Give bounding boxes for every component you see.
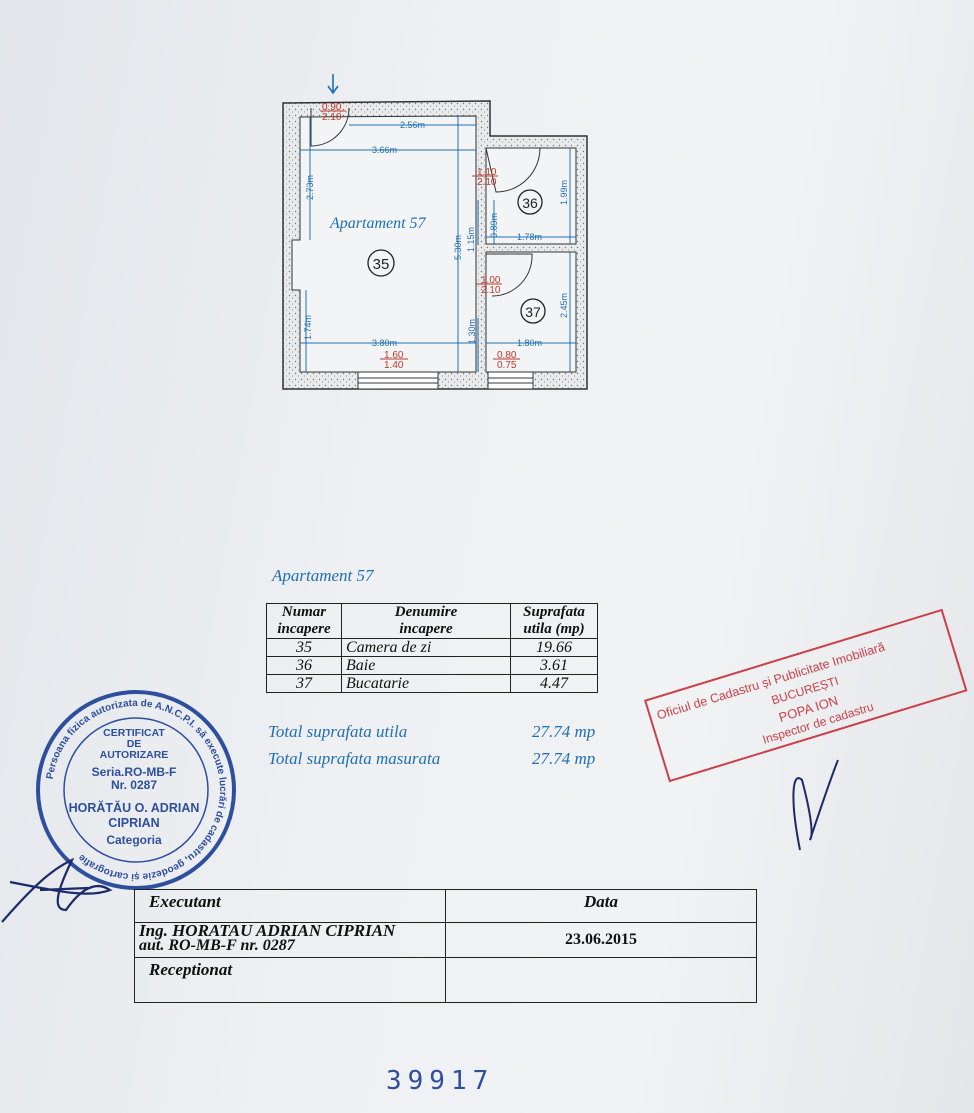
bath-door (485, 147, 541, 193)
dim-label: 3.80m (372, 338, 397, 348)
total-useful-label: Total suprafata utila (268, 722, 408, 741)
dim-label: 1.74m (303, 315, 313, 340)
opening-height: 2.10 (322, 112, 342, 123)
room-name-cell: Camera de zi (341, 638, 511, 657)
stamp-line: CERTIFICAT (103, 727, 165, 739)
kitchen-door (486, 253, 533, 297)
executant-cell: Ing. HORATAU ADRIAN CIPRIAN aut. RO-MB-F… (134, 921, 446, 958)
opening-width: 1.10 (477, 167, 497, 178)
room-name-cell: Bucatarie (341, 674, 511, 693)
total-useful: Total suprafata utila 27.74 mp (268, 722, 595, 742)
executant-header: Executant (134, 889, 446, 923)
dim-label: 1.15m (466, 227, 476, 252)
stamp-line: Categoria (106, 833, 162, 847)
opening-height: 2.10 (477, 177, 497, 188)
window-kitchen (487, 371, 534, 390)
dim-label: 1.99m (559, 180, 569, 205)
opening-height: 1.40 (384, 360, 404, 371)
room-number-cell: 36 (266, 656, 342, 675)
opening-height: 0.75 (497, 360, 517, 371)
room-36-floor (485, 147, 577, 245)
dim-label: 5.30m (453, 235, 463, 260)
stamp-line: AUTORIZARE (100, 749, 169, 761)
stamp-line: Seria.RO-MB-F (92, 765, 177, 779)
table-row: 35 Camera de zi 19.66 (266, 638, 598, 657)
received-date-cell (445, 957, 757, 1003)
total-measured-value: 27.74 mp (532, 749, 596, 768)
serial-number: 39917 (386, 1066, 495, 1096)
dim-label: 0.89m (489, 213, 499, 238)
stamp-line: HORĂTĂU O. ADRIAN (69, 800, 200, 815)
authorization-stamp: Persoana fizica autorizata de A.N.C.P.I.… (36, 690, 236, 890)
total-measured-label: Total suprafata masurata (268, 749, 441, 768)
floor-plan: 2.56m 3.66m 2.73m 5.30m 1.15m 0.89m 1.78… (282, 74, 588, 390)
room-area-cell: 19.66 (510, 638, 598, 657)
dim-label: 2.56m (400, 120, 425, 130)
room-number-circle (367, 249, 395, 277)
engineer-name: Ing. HORATAU ADRIAN CIPRIAN (139, 921, 396, 940)
opening-height: 2.10 (481, 285, 501, 296)
room-area-cell: 3.61 (510, 656, 598, 675)
opening-width: 1.60 (384, 350, 404, 361)
signature-left (1, 857, 113, 923)
date-header: Data (445, 889, 757, 923)
date-value: 23.06.2015 (445, 922, 757, 958)
table-title: Apartament 57 (272, 566, 374, 585)
stamp-line: Nr. 0287 (111, 778, 157, 792)
opening-width: 0.90 (322, 102, 342, 113)
room-name-cell: Baie (341, 656, 511, 675)
signature-table: Executant Data Ing. HORATAU ADRIAN CIPRI… (134, 889, 757, 1003)
dim-label: 2.45m (559, 293, 569, 318)
room-number-circle (517, 189, 543, 215)
dim-label: 1.78m (517, 232, 542, 242)
table-row: 36 Baie 3.61 (266, 656, 598, 675)
dim-label: 1.30m (467, 319, 477, 344)
room-area-cell: 4.47 (510, 674, 598, 693)
room-number: 35 (373, 256, 390, 273)
room-number-circle (520, 298, 546, 324)
total-useful-value: 27.74 mp (532, 722, 596, 741)
window-main (357, 371, 439, 390)
dim-label: 2.73m (305, 175, 315, 200)
opening-width: 1.00 (481, 275, 501, 286)
room-number-cell: 35 (266, 638, 342, 657)
room-35-floor (291, 115, 477, 373)
entrance-arrow-icon (327, 74, 339, 95)
stamp-line: DE (127, 738, 142, 750)
dim-label: 3.66m (372, 145, 397, 155)
opening-width: 0.80 (497, 350, 517, 361)
authorization-number: aut. RO-MB-F nr. 0287 (139, 937, 295, 954)
room-number-cell: 37 (266, 674, 342, 693)
signature-right (792, 759, 839, 851)
entrance-door (310, 107, 350, 147)
apartment-label: Apartament 57 (329, 215, 427, 232)
stamp-line: CIPRIAN (108, 816, 159, 830)
room-number: 36 (522, 195, 538, 211)
table-row: 37 Bucatarie 4.47 (266, 674, 598, 693)
dim-label: 1.80m (517, 338, 542, 348)
received-cell: Receptionat (134, 957, 446, 1003)
total-measured: Total suprafata masurata 27.74 mp (268, 749, 595, 769)
room-number: 37 (525, 304, 541, 320)
